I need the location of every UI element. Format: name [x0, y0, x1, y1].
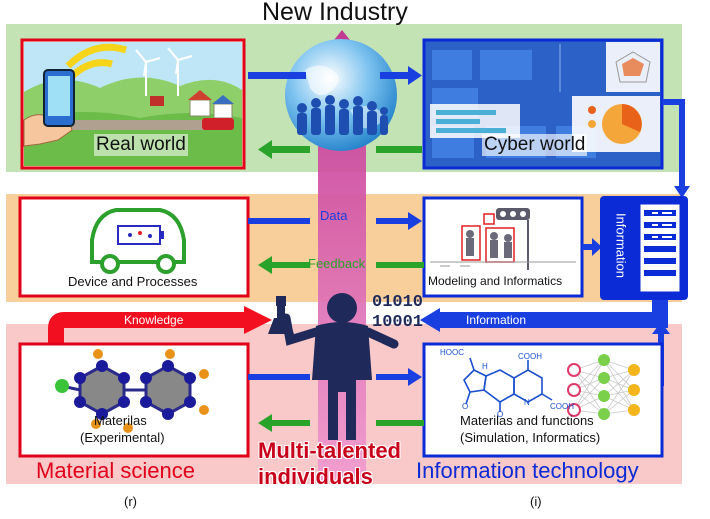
- materials-experimental-sublabel: (Experimental): [80, 430, 165, 445]
- flask-icon: [268, 296, 294, 334]
- knowledge-arrow: [48, 306, 272, 346]
- materials-functions-label: Materilas and functions: [460, 413, 594, 428]
- cooh-label-right: COOH: [550, 402, 574, 411]
- materials-functions-sublabel: (Simulation, Informatics): [460, 430, 601, 445]
- o-label-2: O: [497, 410, 504, 419]
- knowledge-arrow-label: Knowledge: [124, 313, 184, 327]
- cyber-to-real-arrow: [258, 140, 422, 159]
- data-arrow-label: Data: [320, 208, 348, 223]
- nh-label: H: [482, 362, 488, 371]
- real-to-cyber-arrow: [248, 66, 422, 85]
- multi-talented-label: Multi-talented: [258, 438, 401, 463]
- materials-experimental-label: Materilas: [94, 413, 147, 428]
- car-battery-icon: [90, 208, 186, 274]
- o-label-1: O: [462, 402, 469, 411]
- page-title: New Industry: [262, 0, 408, 26]
- feedback-arrow-label: Feedback: [308, 256, 366, 271]
- panel-label-r: (r): [124, 494, 137, 509]
- device-processes-box: [18, 196, 250, 298]
- crowd-icon: [297, 95, 388, 135]
- binary-code-line2: 10001: [372, 313, 424, 332]
- individuals-label: individuals: [258, 464, 373, 489]
- chemical-structure-icon: [463, 357, 553, 412]
- hooc-label: HOOC: [440, 348, 464, 357]
- modeling-informatics-label: Modeling and Informatics: [428, 274, 563, 288]
- exp-to-sim-arrow: [248, 368, 422, 386]
- material-science-label: Material science: [36, 458, 195, 483]
- sim-to-exp-arrow: [258, 414, 424, 432]
- device-processes-label: Device and Processes: [68, 274, 198, 289]
- cyber-to-server-arrow: [662, 99, 690, 198]
- neural-network-icon: [567, 354, 640, 420]
- smartphone-hand-icon: [23, 69, 75, 147]
- cyber-world-label: Cyber world: [482, 134, 588, 156]
- materials-experimental-box: [18, 342, 250, 458]
- modeling-to-server-arrow: [582, 238, 602, 256]
- panel-label-i: (i): [530, 494, 542, 509]
- real-world-label: Real world: [94, 134, 188, 156]
- information-arrow-label: Information: [466, 313, 527, 327]
- n-label: N: [524, 398, 530, 407]
- information-technology-label: Information technology: [416, 458, 639, 483]
- data-arrow: [248, 212, 422, 230]
- information-server: [600, 196, 688, 300]
- cooh-label-top: COOH: [518, 352, 542, 361]
- binary-code-line1: 01010: [372, 293, 424, 312]
- wind-turbine-icon: [135, 47, 193, 96]
- information-arrow: [420, 300, 668, 332]
- materials-functions-box: [422, 342, 664, 458]
- molecule-icon: [55, 349, 209, 433]
- server-label: Information: [613, 212, 629, 279]
- feedback-arrow: [258, 256, 424, 274]
